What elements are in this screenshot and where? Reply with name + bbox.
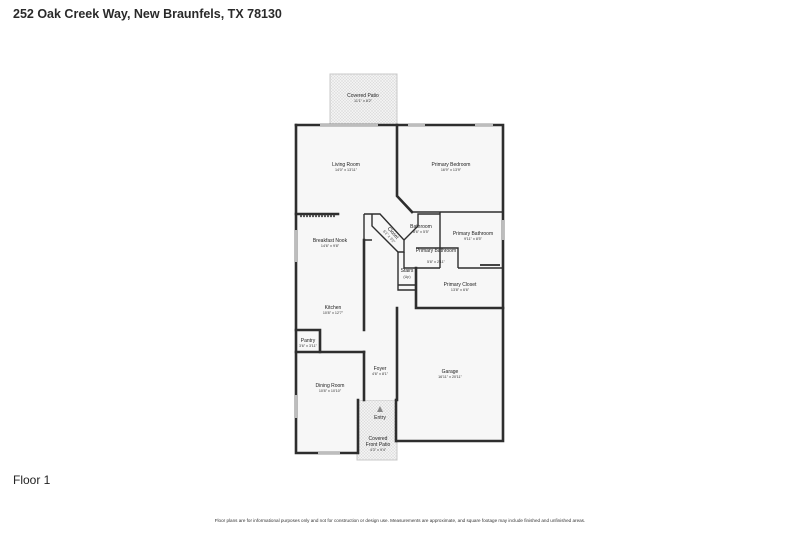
room-kitchen-dims: 10'8" x 12'7": [323, 311, 344, 315]
room-pantry-dims: 3'6" x 3'11": [299, 344, 318, 348]
room-breakfast-nook-dims: 14'6" x 9'8": [321, 244, 340, 248]
room-primary-bathroom-dims: 9'11" x 8'5": [464, 237, 483, 241]
entry-arrow-icon: [377, 406, 383, 412]
covered-patio-area: [329, 73, 398, 126]
room-covered-front-patio-name: Covered: [369, 436, 388, 442]
room-stairs-name: Stairs: [401, 268, 414, 274]
floor-label: Floor 1: [13, 473, 51, 487]
room-dining-room-dims: 10'8" x 10'10": [319, 389, 342, 393]
room-pantry-name: Pantry: [301, 338, 316, 344]
room-primary-closet-name: Primary Closet: [444, 282, 477, 288]
room-dining-room-name: Dining Room: [316, 383, 345, 389]
room-garage-dims: 16'11" x 20'11": [438, 375, 462, 379]
room-foyer-name: Foyer: [374, 366, 387, 372]
property-address: 252 Oak Creek Way, New Braunfels, TX 781…: [13, 7, 282, 21]
room-foyer-dims: 4'6" x 8'1": [372, 372, 389, 376]
room-entry-name: Entry: [374, 415, 386, 421]
room-covered-patio-name: Covered Patio: [347, 93, 379, 99]
room-primary-closet-dims: 13'8" x 6'6": [451, 288, 470, 292]
covered-front-patio-area: [356, 399, 398, 461]
interior-walls: [294, 123, 505, 402]
room-primary-bathroom-name: Primary Bathroom: [453, 231, 493, 237]
room-garage-name: Garage: [442, 369, 459, 375]
interior-fill: [296, 125, 503, 453]
room-covered-front-patio-name2: Front Patio: [366, 442, 391, 448]
room-bathroom-dims: 8'6" x 5'5": [413, 230, 430, 234]
windows: [295, 124, 504, 454]
room-primary-bathroom-small-dims: 5'8" x 2'11": [427, 260, 446, 264]
room-primary-bedroom-name: Primary Bedroom: [432, 162, 471, 168]
room-bathroom-name: Bathroom: [410, 224, 432, 230]
room-breakfast-nook-name: Breakfast Nook: [313, 238, 348, 244]
room-primary-bathroom-small-line1: Primary Bathroom: [416, 248, 456, 254]
room-covered-patio-dims: 11'1" x 8'2": [354, 99, 373, 103]
disclaimer-text: Floor plans are for informational purpos…: [214, 518, 586, 523]
room-kitchen-name: Kitchen: [325, 305, 342, 311]
room-living-room-dims: 14'0" x 13'11": [335, 168, 358, 172]
room-primary-bedroom-dims: 16'9" x 13'9": [441, 168, 462, 172]
room-covered-front-patio-dims: 4'3" x 9'4": [370, 448, 387, 452]
room-living-room-name: Living Room: [332, 162, 360, 168]
room-stairs-sub: (Up): [403, 275, 410, 279]
